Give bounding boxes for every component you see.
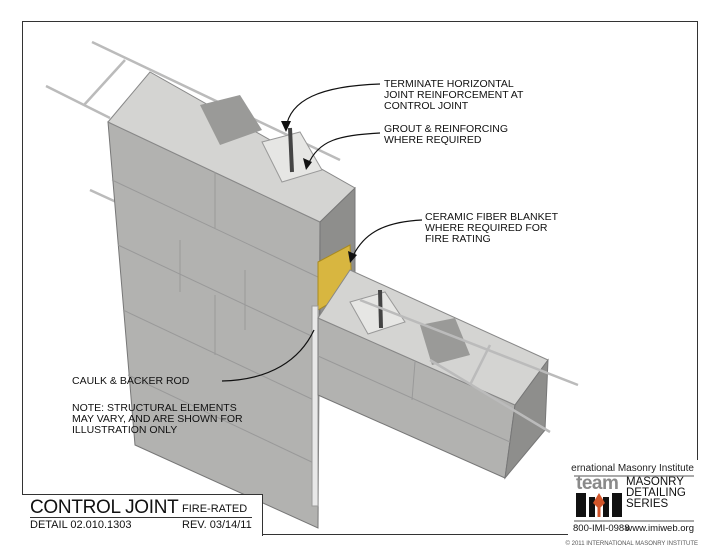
logo-org-name: ernational Masonry Institute — [571, 463, 694, 474]
logo-rule-bottom — [574, 520, 694, 522]
structural-note: NOTE: STRUCTURAL ELEMENTS MAY VARY, AND … — [72, 402, 243, 436]
title-underline — [30, 517, 252, 518]
detail-number: DETAIL 02.010.1303 — [30, 519, 132, 531]
imi-logo-block: ernational Masonry Institute team MASONR… — [568, 460, 700, 535]
tall-wall-cell — [200, 95, 262, 145]
logo-phone: 800-IMI-0988 — [573, 523, 630, 534]
copyright: © 2011 INTERNATIONAL MASONRY INSTITUTE — [565, 541, 698, 547]
callout-ceramic-fiber-blanket: CERAMIC FIBER BLANKET WHERE REQUIRED FOR… — [425, 211, 559, 245]
logo-website: www.imiweb.org — [625, 523, 694, 534]
rebar-upper — [288, 127, 294, 173]
arrowheads — [281, 121, 357, 263]
logo-series-name: MASONRY DETAILING SERIES — [626, 476, 686, 510]
detail-title: CONTROL JOINT — [30, 497, 179, 518]
joint-reinforcement-lower — [359, 298, 579, 434]
imi-logo-icon — [576, 493, 622, 517]
callout-caulk-backer-rod: CAULK & BACKER ROD — [72, 375, 190, 387]
logo-team: team — [576, 473, 619, 494]
title-block: CONTROL JOINT FIRE-RATED DETAIL 02.010.1… — [22, 494, 263, 536]
logo-rule-top — [574, 475, 694, 477]
tall-wall-mortar-joints — [111, 172, 321, 466]
callout-grout-reinforcing: GROUT & REINFORCING WHERE REQUIRED — [384, 123, 509, 146]
backer-rod — [311, 305, 319, 507]
detail-subtitle: FIRE-RATED — [182, 503, 248, 515]
lower-wall-mortar-joints — [317, 355, 511, 443]
drawing-frame — [22, 21, 698, 535]
lower-wall-cell — [420, 318, 470, 365]
callout-terminate-reinforcement: TERMINATE HORIZONTAL JOINT REINFORCEMENT… — [384, 78, 524, 112]
revision-date: REV. 03/14/11 — [182, 519, 252, 531]
leader-lines — [221, 83, 423, 382]
